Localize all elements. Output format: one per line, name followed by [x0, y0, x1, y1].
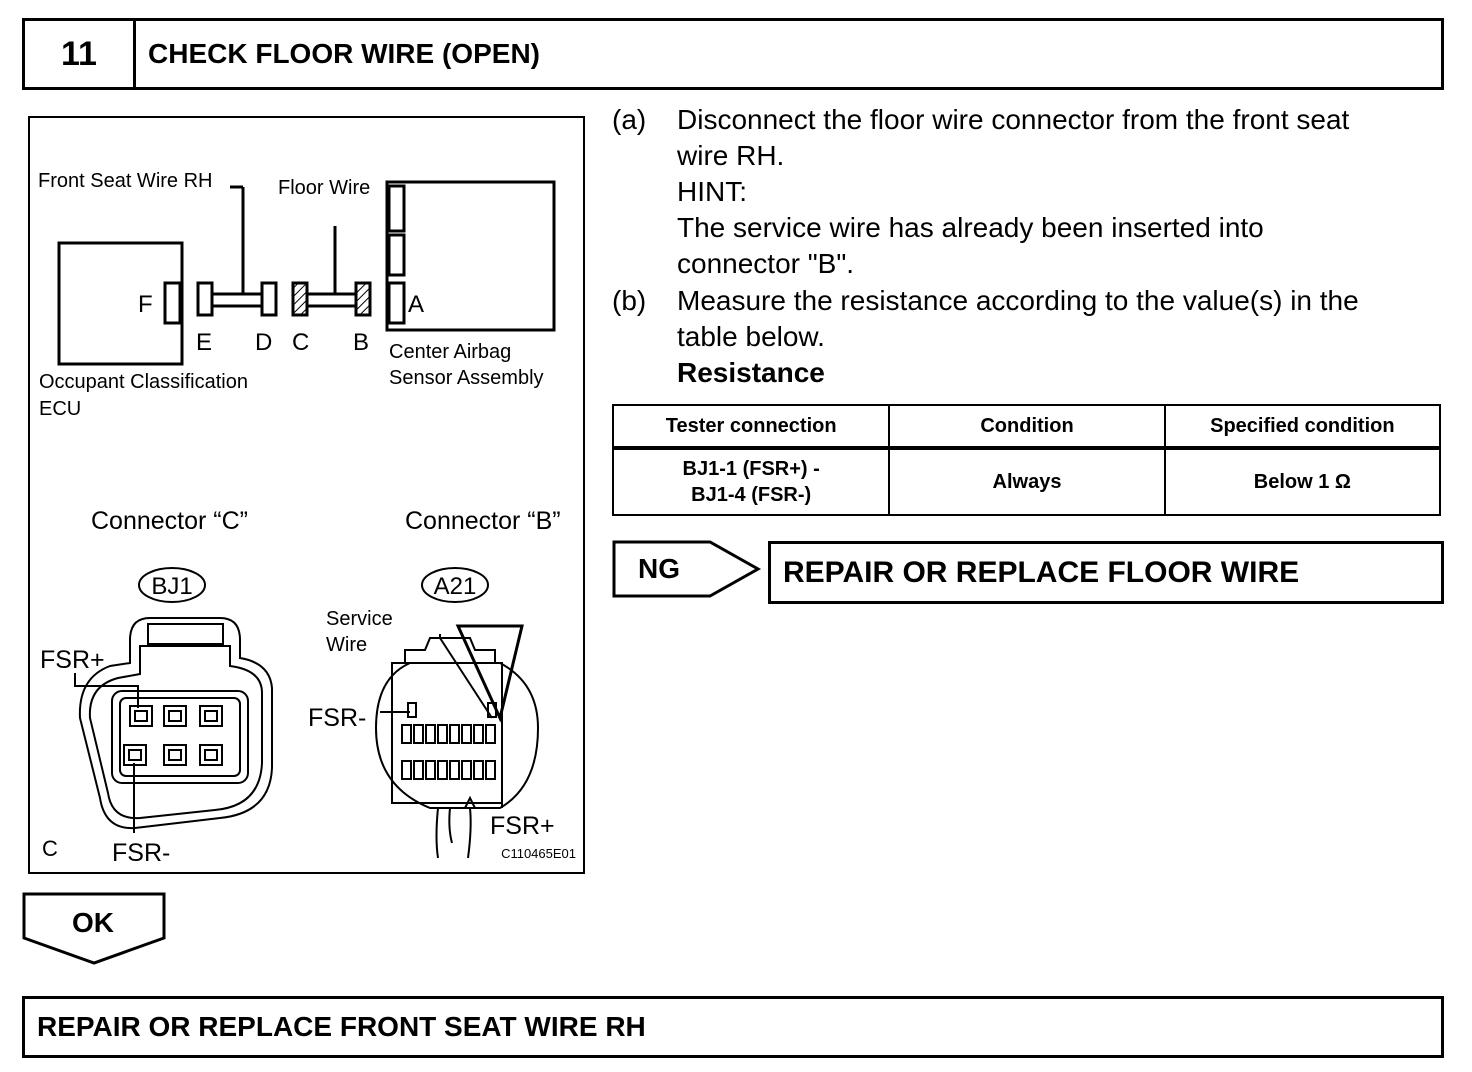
connector-e	[196, 281, 214, 317]
label-terminal-c: C	[292, 329, 309, 356]
label-terminal-d: D	[255, 329, 272, 356]
label-bj1-fsr-plus: FSR+	[40, 646, 105, 674]
label-floor-wire: Floor Wire	[278, 177, 370, 199]
wiring-figure: Front Seat Wire RH Floor Wire F A E D C …	[28, 116, 585, 874]
table-header-row: Tester connection Condition Specified co…	[611, 404, 1442, 450]
step-b-line: table below.	[677, 321, 825, 352]
ok-result-text: REPAIR OR REPLACE FRONT SEAT WIRE RH	[37, 1011, 646, 1042]
label-terminal-b: B	[353, 329, 369, 356]
ok-arrow: OK	[22, 892, 166, 965]
table-header: Condition	[888, 404, 1166, 450]
label-ecu-line1: Occupant Classification	[39, 371, 248, 393]
table-row: BJ1-1 (FSR+) - BJ1-4 (FSR-) Always Below…	[611, 447, 1442, 516]
label-corner-c: C	[42, 836, 58, 861]
label-service-line1: Service	[326, 608, 393, 630]
step-a-label: (a)	[612, 104, 647, 135]
wiring-diagram: Front Seat Wire RH Floor Wire F A E D C …	[38, 170, 576, 867]
condition-cell: Always	[888, 447, 1166, 516]
figure-code: C110465E01	[501, 846, 576, 861]
label-service-line2: Wire	[326, 634, 367, 656]
specified-condition-cell: Below 1 Ω	[1163, 447, 1442, 516]
tester-connection-cell: BJ1-1 (FSR+) - BJ1-4 (FSR-)	[611, 447, 891, 516]
step-b-line: Measure the resistance according to the …	[677, 285, 1359, 316]
ok-result-box: REPAIR OR REPLACE FRONT SEAT WIRE RH	[22, 996, 1444, 1058]
label-terminal-e: E	[196, 329, 212, 356]
label-sensor-line2: Sensor Assembly	[389, 367, 544, 389]
label-terminal-a: A	[408, 291, 424, 318]
table-header: Tester connection	[611, 404, 891, 450]
ng-result-box: REPAIR OR REPLACE FLOOR WIRE	[768, 541, 1444, 604]
step-b-label: (b)	[612, 285, 647, 316]
label-front-seat-wire: Front Seat Wire RH	[38, 170, 212, 192]
label-connector-c: Connector “C”	[91, 507, 248, 535]
ecu-box	[57, 241, 184, 366]
step-number: 11	[22, 18, 136, 90]
resistance-heading: Resistance	[677, 357, 825, 388]
connector-d	[260, 281, 278, 317]
ok-label: OK	[72, 907, 114, 938]
step-a-hint: HINT:	[677, 176, 747, 207]
label-sensor-line1: Center Airbag	[389, 341, 511, 363]
connector-c	[291, 281, 309, 317]
connector-a	[387, 281, 406, 325]
step-title: CHECK FLOOR WIRE (OPEN)	[133, 18, 1444, 90]
tester-connection-line: BJ1-4 (FSR-)	[691, 484, 812, 506]
label-ecu-line2: ECU	[39, 398, 81, 420]
label-a21-fsr-minus: FSR-	[308, 704, 366, 732]
label-a21: A21	[434, 573, 477, 600]
resistance-table: Tester connection Condition Specified co…	[611, 404, 1442, 516]
label-bj1: BJ1	[151, 573, 192, 600]
connector-a21-drawing	[374, 624, 540, 859]
label-terminal-f: F	[138, 291, 153, 318]
sensor-box	[385, 180, 556, 332]
label-bj1-fsr-minus: FSR-	[112, 839, 170, 867]
connector-f	[163, 281, 182, 325]
step-a-text: Disconnect the floor wire connector from…	[677, 102, 1437, 282]
connector-bj1-drawing	[74, 617, 273, 833]
step-a-line: wire RH.	[677, 140, 785, 171]
step-a-line: The service wire has already been insert…	[677, 212, 1264, 243]
step-b-text: Measure the resistance according to the …	[677, 283, 1437, 391]
label-a21-fsr-plus: FSR+	[490, 812, 555, 840]
label-connector-b: Connector “B”	[405, 507, 561, 535]
step-a-line: Disconnect the floor wire connector from…	[677, 104, 1350, 135]
step-a-line: connector "B".	[677, 248, 855, 279]
ng-arrow: NG	[612, 540, 762, 598]
tester-connection-line: BJ1-1 (FSR+) -	[682, 458, 820, 480]
connector-b	[354, 281, 372, 317]
ng-result-text: REPAIR OR REPLACE FLOOR WIRE	[783, 555, 1300, 589]
ng-label: NG	[638, 553, 680, 584]
table-header: Specified condition	[1163, 404, 1442, 450]
